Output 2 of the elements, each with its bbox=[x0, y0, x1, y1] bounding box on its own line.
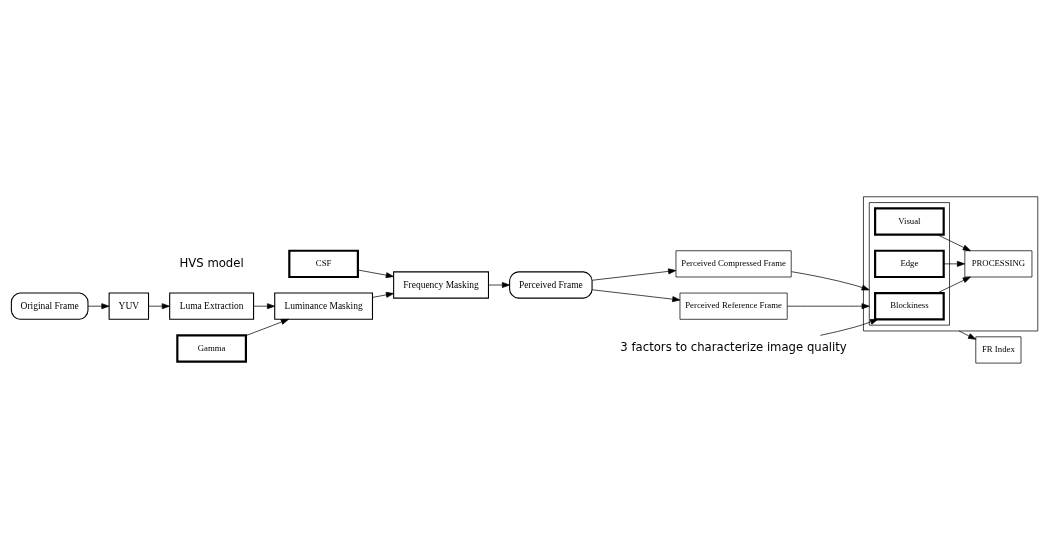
label: HVS model bbox=[179, 255, 244, 270]
node-text: 3 factors to characterize image quality bbox=[620, 339, 847, 354]
